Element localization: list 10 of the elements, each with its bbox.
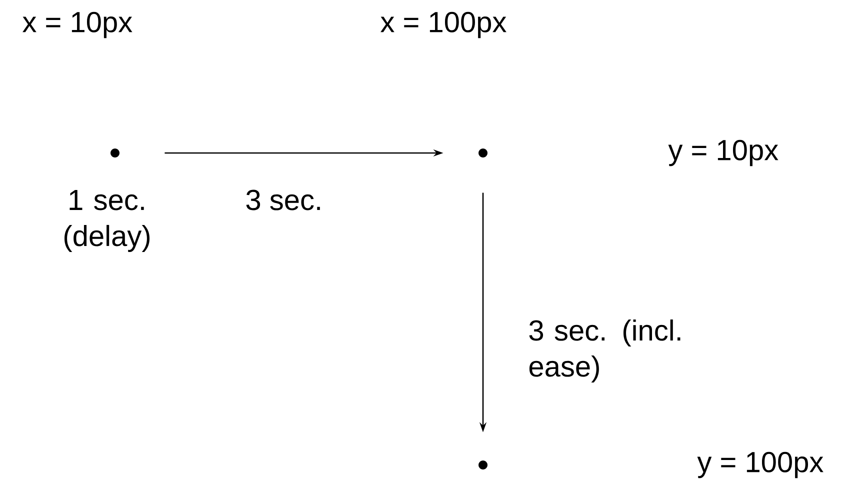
coordinate-label: y = 10px [668,140,778,166]
edge-label: 3 sec. [246,190,320,210]
point [478,148,488,158]
point [110,148,120,158]
edge-label: 3 sec. (incl. ease) [529,319,680,382]
coordinate-label: x = 10px [22,12,132,38]
coordinate-label: y = 100px [697,452,824,478]
time-label: 1 sec. (delay) [64,190,150,252]
coordinate-label: x = 100px [380,12,506,38]
point [478,460,488,470]
